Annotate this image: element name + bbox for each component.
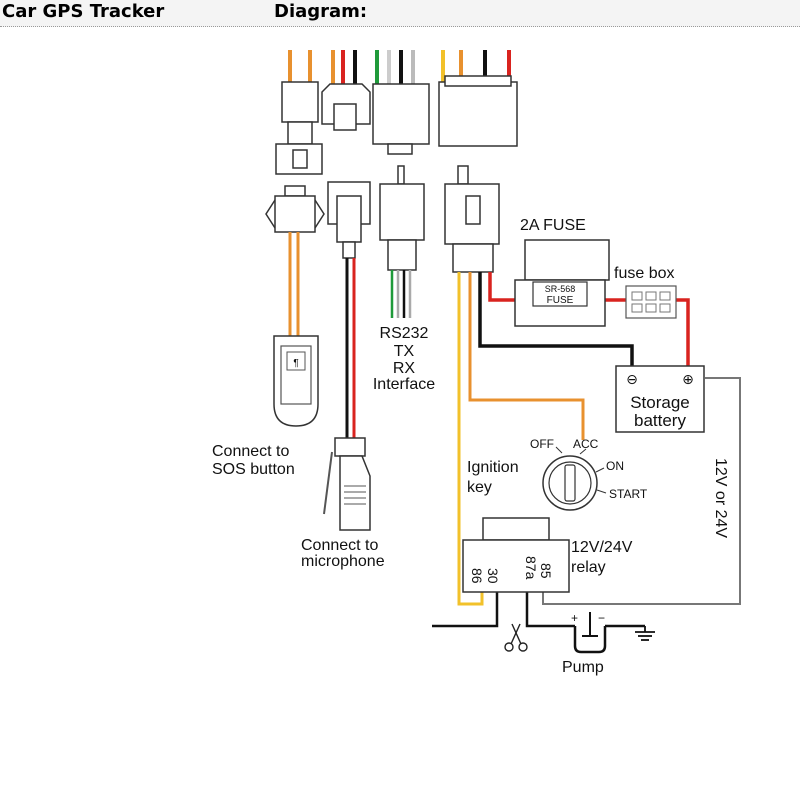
mic-label-line2: microphone bbox=[301, 553, 385, 570]
pump-label: Pump bbox=[562, 659, 604, 676]
page-subtitle: Diagram: bbox=[274, 1, 368, 22]
black-wire-ground bbox=[478, 272, 634, 368]
orange-wire-acc bbox=[468, 272, 585, 440]
sos-branch: ¶ bbox=[273, 232, 319, 427]
scissors-icon bbox=[504, 623, 528, 652]
ignition-label-line2: key bbox=[467, 479, 492, 496]
fuse-box: fuse box bbox=[614, 265, 677, 319]
sos-label-line1: Connect to bbox=[212, 443, 289, 460]
fuse-part-label: SR-568 bbox=[545, 284, 576, 294]
microphone-grille bbox=[344, 485, 366, 505]
ground-icon bbox=[635, 626, 655, 641]
fuse-word-label: FUSE bbox=[547, 295, 574, 306]
pump: + − Pump bbox=[562, 611, 607, 676]
battery-label-line1: Storage bbox=[630, 393, 690, 412]
interface-label: Interface bbox=[373, 376, 435, 393]
relay-label-line2: relay bbox=[571, 559, 606, 576]
key-off-label: OFF bbox=[530, 437, 554, 451]
key-start-label: START bbox=[609, 487, 648, 501]
sos-button-icon bbox=[286, 351, 306, 371]
pump-plus-label: + bbox=[571, 611, 578, 625]
gray-wire-supply bbox=[542, 377, 741, 605]
storage-battery: ⊖ ⊕ Storage battery bbox=[615, 365, 705, 433]
pump-minus-label: − bbox=[598, 611, 605, 625]
pin-85-label: 85 bbox=[538, 563, 554, 579]
pin-30-label: 30 bbox=[485, 568, 501, 584]
relay-label-line1: 12V/24V bbox=[571, 539, 633, 556]
page-header: Car GPS Tracker Diagram: bbox=[0, 0, 800, 27]
rx-label: RX bbox=[393, 360, 416, 377]
red-wire-fuse bbox=[488, 272, 515, 302]
pin-87a-label: 87a bbox=[523, 556, 539, 580]
rs232-labels: RS232 TX RX Interface bbox=[373, 325, 435, 393]
relay: 12V/24V relay 86 30 87a 85 bbox=[462, 517, 633, 593]
battery-label-line2: battery bbox=[634, 411, 686, 430]
page-title: Car GPS Tracker bbox=[2, 1, 165, 22]
upper-connectors bbox=[275, 75, 518, 175]
sos-label-line2: SOS button bbox=[212, 461, 295, 478]
black-wire-cut-line bbox=[432, 592, 499, 628]
fuse-box-label: fuse box bbox=[614, 265, 674, 282]
battery-plus-icon: ⊕ bbox=[682, 371, 694, 387]
ignition-key: Ignition key OFF ACC ON START bbox=[467, 437, 648, 511]
voltage-label: 12V or 24V bbox=[712, 458, 729, 538]
key-on-label: ON bbox=[606, 459, 624, 473]
pin-86-label: 86 bbox=[469, 568, 485, 584]
key-acc-label: ACC bbox=[573, 437, 599, 451]
ignition-label-line1: Ignition bbox=[467, 459, 519, 476]
mic-label-line1: Connect to bbox=[301, 537, 378, 554]
svg-text:¶: ¶ bbox=[293, 358, 298, 369]
rs232-label: RS232 bbox=[380, 325, 429, 342]
connect-labels: Connect to SOS button Connect to microph… bbox=[212, 443, 385, 570]
battery-minus-icon: ⊖ bbox=[626, 371, 638, 387]
microphone-branch bbox=[323, 258, 371, 531]
power-wiring bbox=[432, 272, 741, 628]
fuse-2a: 2A FUSE SR-568 FUSE bbox=[514, 217, 610, 327]
yellow-wire-relay bbox=[457, 272, 484, 606]
lower-connectors bbox=[265, 165, 500, 273]
fuse-2a-label: 2A FUSE bbox=[520, 217, 586, 234]
tx-label: TX bbox=[394, 343, 415, 360]
black-wire-pump-line bbox=[525, 592, 575, 628]
rs232-branch bbox=[390, 270, 412, 318]
